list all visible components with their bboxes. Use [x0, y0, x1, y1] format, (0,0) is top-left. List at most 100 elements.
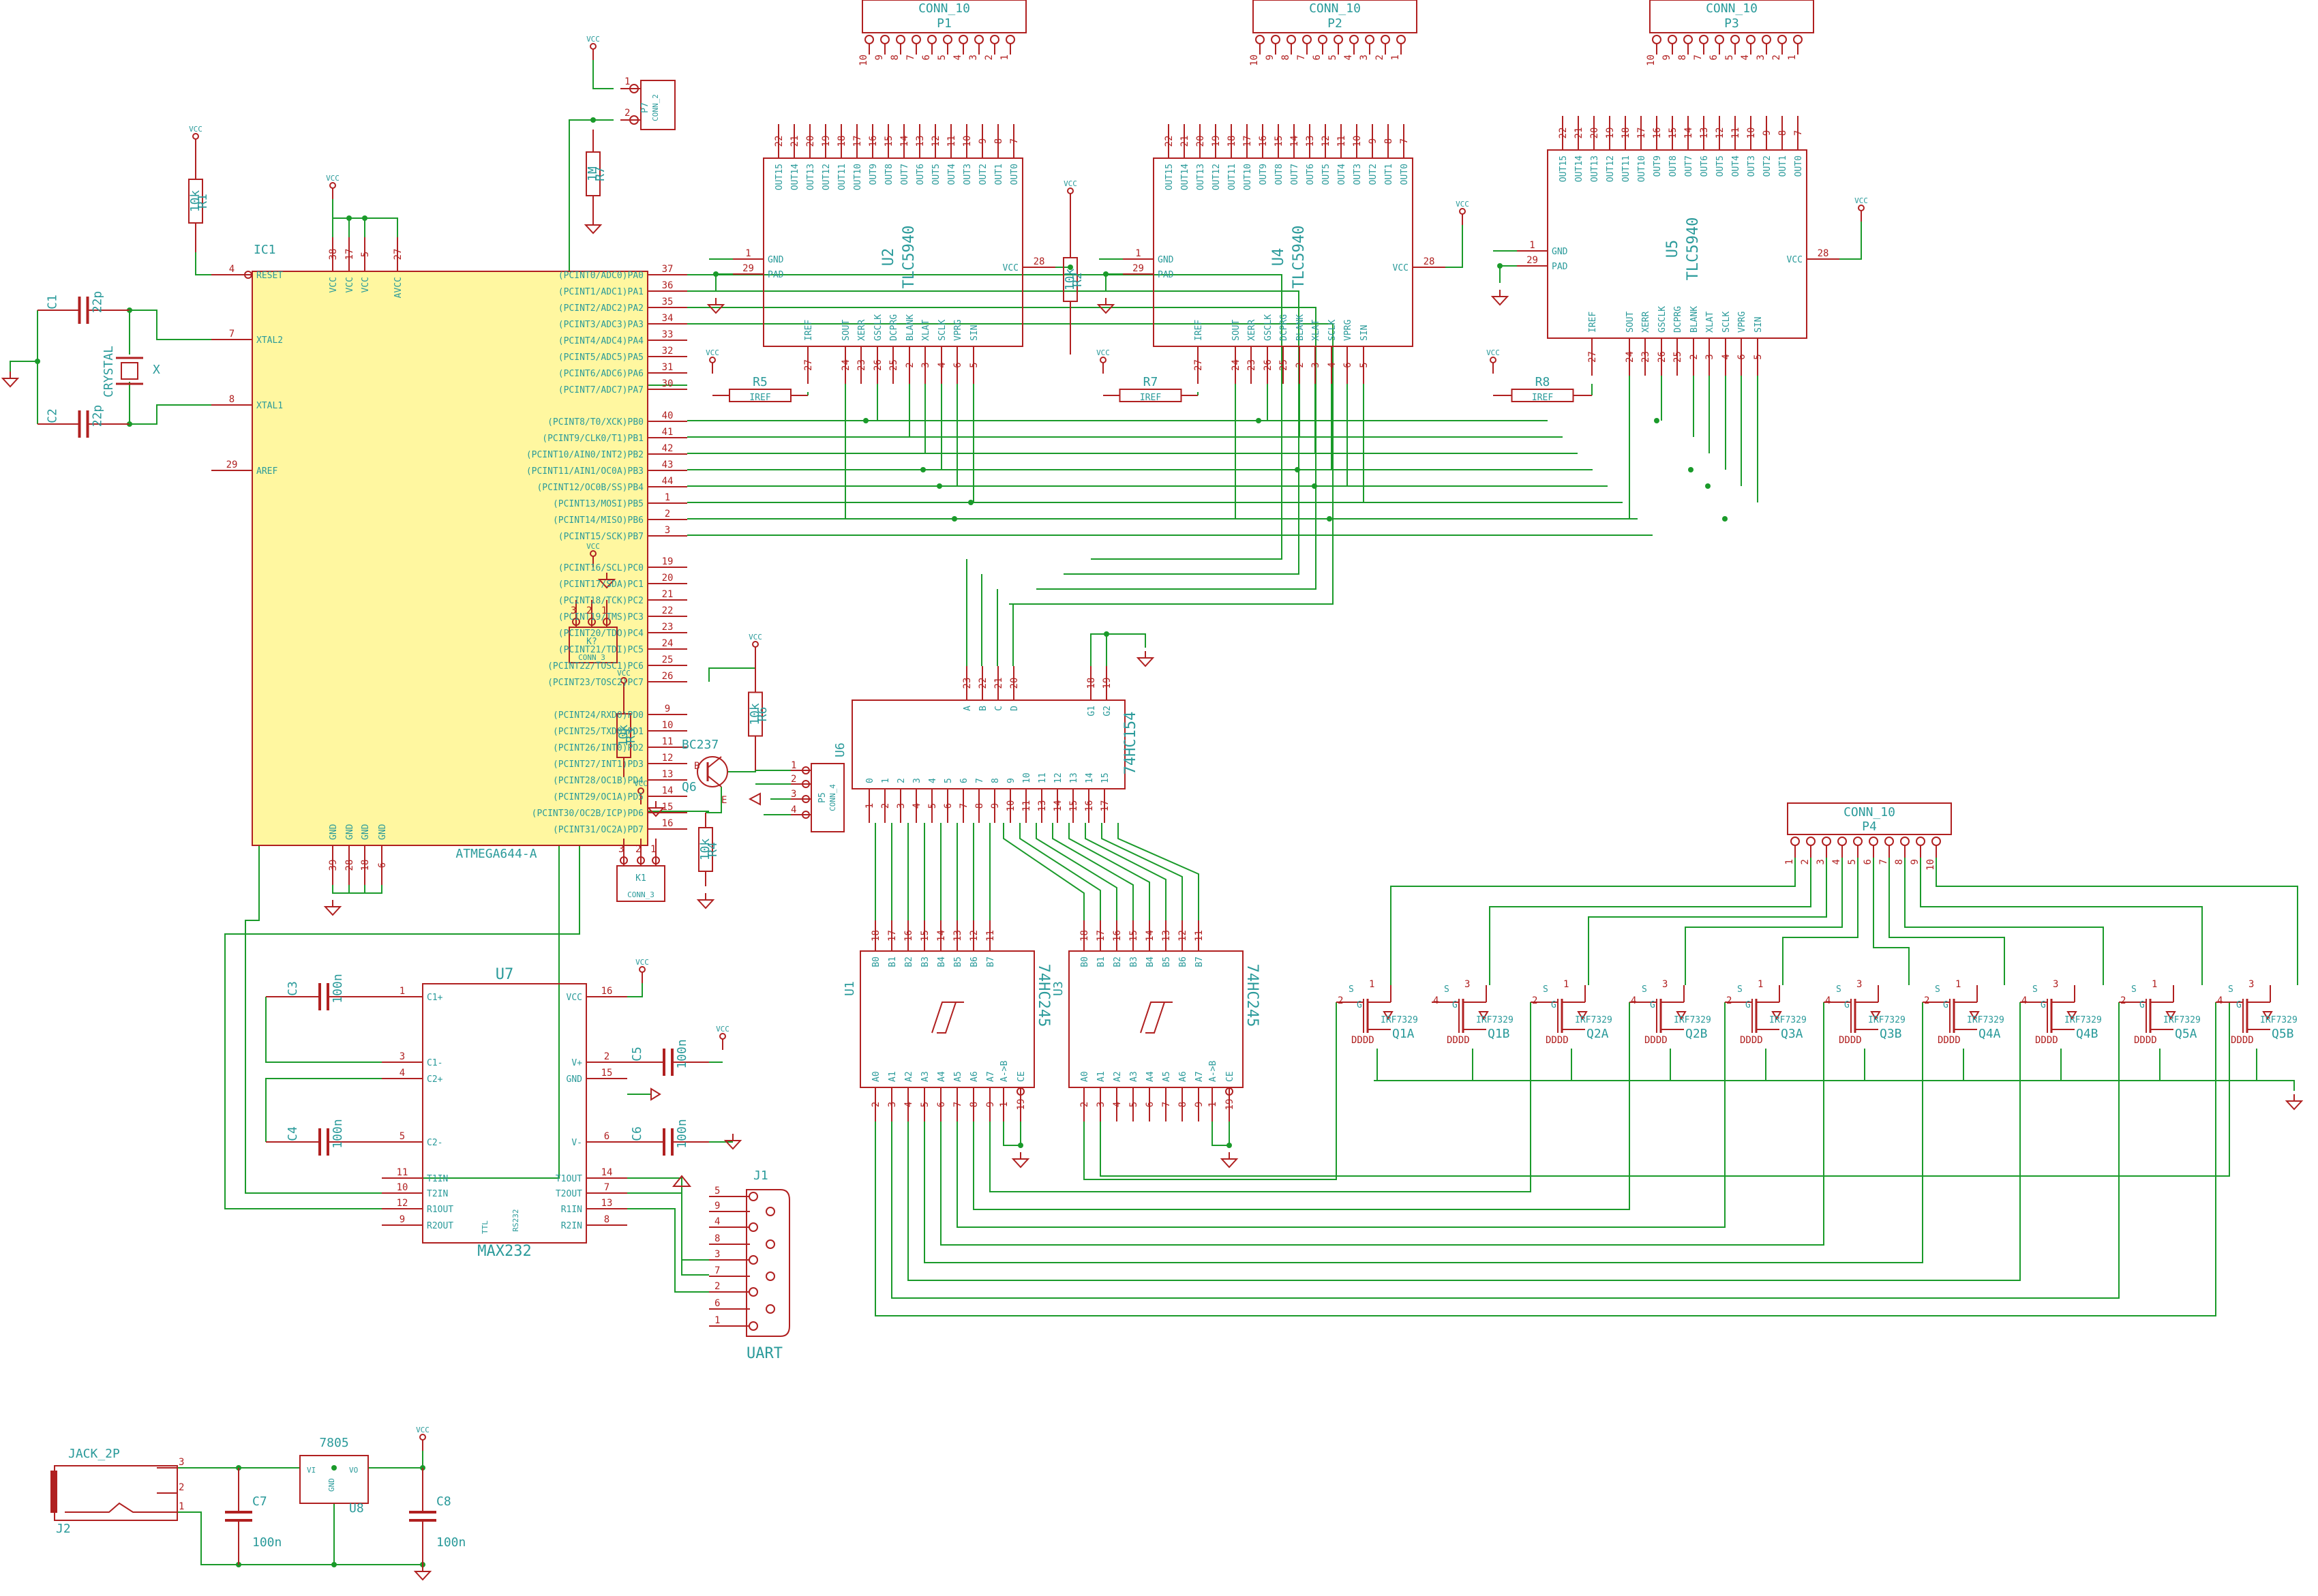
pin-number: 5 [937, 55, 948, 60]
pin-number: 6 [1312, 55, 1323, 60]
crystal-ref: X [153, 363, 160, 377]
pin-label: (PCINT5/ADC5)PA5 [558, 352, 644, 363]
pin-circle [1271, 35, 1280, 44]
pin-number: 30 [662, 378, 674, 389]
mosfet-drain-pins: DDDD [1938, 1035, 1961, 1046]
pin-label: CE [1017, 1071, 1027, 1082]
pin-number: 3 [400, 1051, 405, 1062]
pin-label: SCLK [937, 320, 948, 341]
pin-number: 26 [873, 359, 884, 371]
mosfet-s-label: S [1737, 984, 1743, 995]
wire [924, 1002, 1923, 1263]
mosfet-s-label: S [1836, 984, 1841, 995]
pin-number: 7 [1296, 55, 1307, 60]
pin-number: 9 [714, 1201, 720, 1211]
pin-number: 3 [1856, 979, 1862, 990]
pin-circle [1715, 35, 1724, 44]
pin-label: OUT5 [931, 164, 942, 185]
pin-number: 19 [662, 556, 674, 567]
pin-number: 14 [1289, 136, 1300, 147]
conn10-value: CONN_10 [1309, 1, 1361, 16]
pin-label: A1 [1096, 1071, 1107, 1082]
pin-label: GND [567, 1074, 583, 1085]
pin-number: 1 [714, 1315, 720, 1326]
tlc-value: TLC5940 [901, 226, 918, 289]
pin-number: 15 [884, 136, 894, 147]
pin-label: OUT6 [1700, 155, 1710, 177]
vcc-label: VCC [617, 669, 631, 678]
pin-number: 1 [864, 803, 875, 809]
pin-label: DCPRG [1279, 314, 1289, 341]
labels: IC1ATMEGA644-A38VCC17VCC5VCC27AVCC39GND2… [46, 1, 2298, 1550]
pin-number: 10 [1006, 800, 1017, 812]
pin-number: 2 [1338, 995, 1343, 1006]
pin-circle [1006, 35, 1015, 44]
pin-number: 3 [791, 789, 796, 800]
pin-number: 6 [1342, 362, 1353, 367]
pin-number: 3 [618, 844, 624, 855]
u8-ref: U8 [349, 1501, 364, 1516]
pin-number: 1 [1529, 240, 1535, 251]
pin-number: 5 [1359, 362, 1370, 367]
pin-circle [1683, 35, 1693, 44]
pin-number: 1 [1135, 248, 1141, 259]
wire [1117, 823, 1199, 920]
pin-label: A0 [871, 1071, 882, 1082]
pin-label: XERR [857, 320, 867, 341]
pin-label: C2+ [427, 1074, 443, 1085]
wire [1390, 858, 1796, 985]
pin-label: A1 [888, 1071, 898, 1082]
conn10-ref: P1 [937, 16, 952, 31]
hc245-body-U3 [1068, 950, 1244, 1088]
db9-pin [766, 1207, 775, 1216]
wire [973, 1002, 1630, 1210]
vcc-label: VCC [416, 1426, 430, 1434]
pin-number: 9 [978, 138, 989, 144]
pin-number: 2 [635, 844, 641, 855]
pin-number: 4 [2021, 995, 2027, 1006]
pin-number: 19 [1016, 1099, 1027, 1111]
conn10-P1 [862, 0, 1027, 33]
mosfet-value: IRF7329 [1381, 1015, 1418, 1025]
junction-dot [1068, 265, 1073, 270]
pin-number: 3 [920, 362, 931, 367]
pin-label: AREF [256, 466, 277, 477]
pin-number: 9 [665, 704, 670, 714]
pin-number: 6 [936, 1102, 947, 1107]
gnd-arrow [672, 1175, 692, 1187]
pin-number: 20 [1009, 678, 1020, 689]
pin-number: 1 [1787, 55, 1798, 60]
pin-number: 38 [328, 249, 339, 260]
pin-number: 15 [601, 1068, 613, 1079]
pin-number: 11 [397, 1167, 408, 1178]
pin-label: GSCLK [873, 314, 884, 341]
pin-circle [1884, 837, 1894, 846]
pin-number: 4 [1327, 362, 1338, 367]
pin-label: BLANK [1295, 314, 1306, 341]
pin-number: 10 [1646, 55, 1657, 66]
pin-label: OUT3 [1747, 155, 1757, 177]
pin-number: 14 [601, 1167, 613, 1178]
pin-label: (PCINT22/TOSC1)PC6 [547, 661, 644, 672]
pin-number: 28 [1818, 248, 1829, 259]
pin-number: 20 [662, 573, 674, 584]
pin-number: 25 [1278, 359, 1289, 371]
pin-label: VPRG [1737, 312, 1747, 333]
pin-label: OUT0 [1794, 155, 1804, 177]
resistor-value: IREF [1140, 393, 1161, 403]
ground-symbol [597, 579, 616, 589]
resistor-ref: R7 [593, 166, 607, 181]
pin-number: 16 [662, 818, 674, 829]
pin-number: 21 [789, 136, 800, 147]
pin-number: 4 [714, 1216, 720, 1227]
u8-vi: VI [307, 1466, 316, 1475]
mosfet-g-label: G [1452, 1000, 1458, 1010]
ground-symbol [723, 1140, 742, 1150]
pin-number: 33 [662, 329, 674, 340]
pin-label: OUT4 [1337, 164, 1347, 185]
pin-number: 17 [852, 136, 863, 147]
resistor-ref: R2 [1070, 272, 1085, 287]
pin-circle [912, 35, 921, 44]
resistor-body [748, 691, 763, 737]
pin-number: 8 [890, 55, 901, 60]
